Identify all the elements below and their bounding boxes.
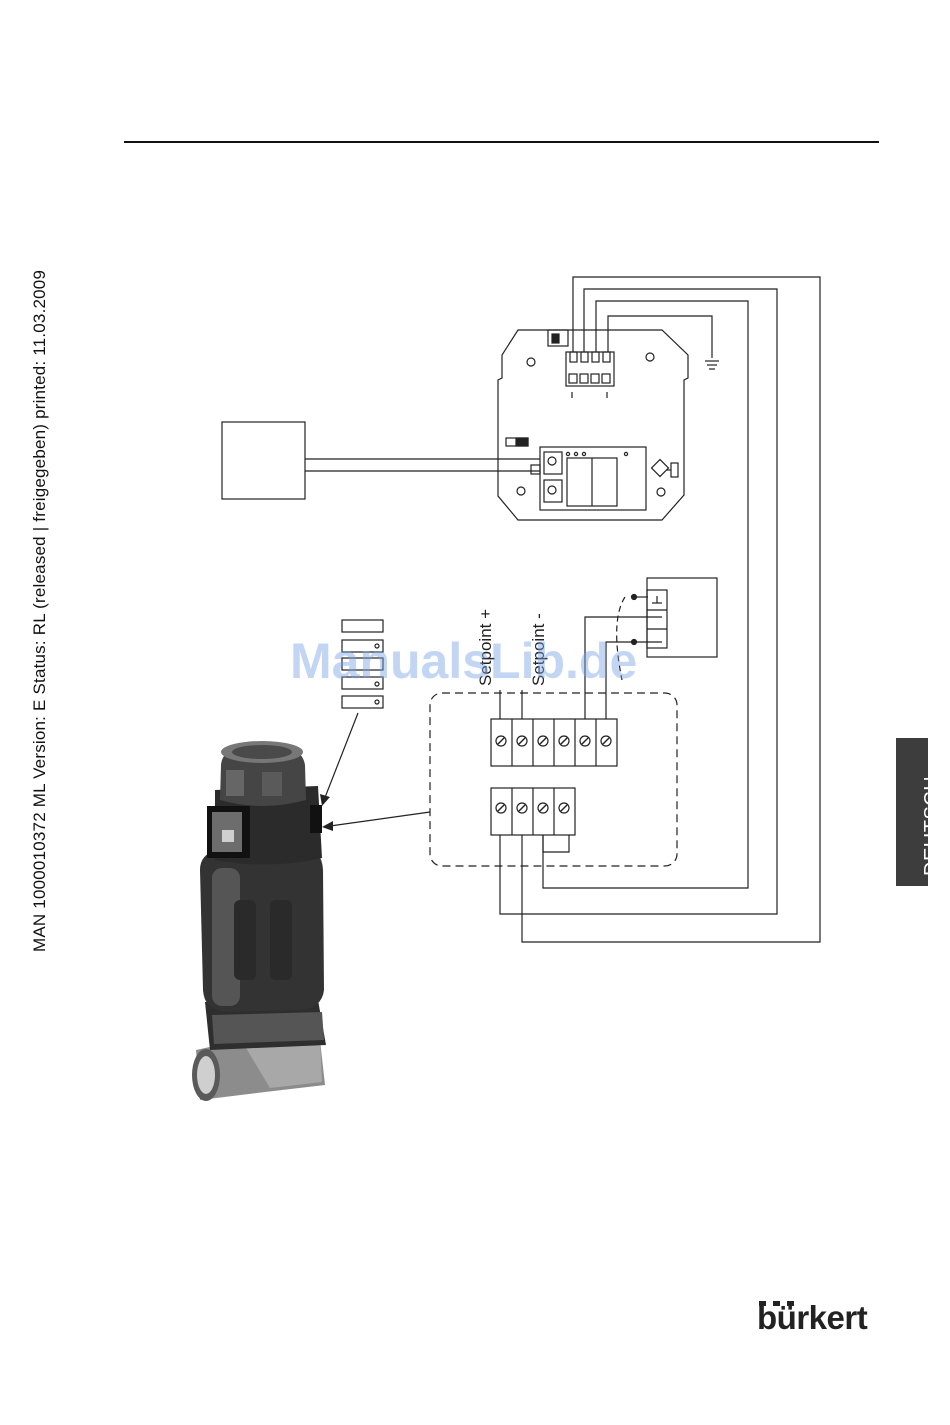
brand-wordmark: bürkert bbox=[757, 1299, 867, 1337]
brand-logo: bürkert bbox=[757, 1293, 885, 1338]
external-device-box bbox=[222, 422, 305, 499]
valve-illustration bbox=[192, 741, 326, 1101]
control-board bbox=[498, 330, 688, 520]
watermark: ManualsLib.de bbox=[290, 632, 637, 690]
